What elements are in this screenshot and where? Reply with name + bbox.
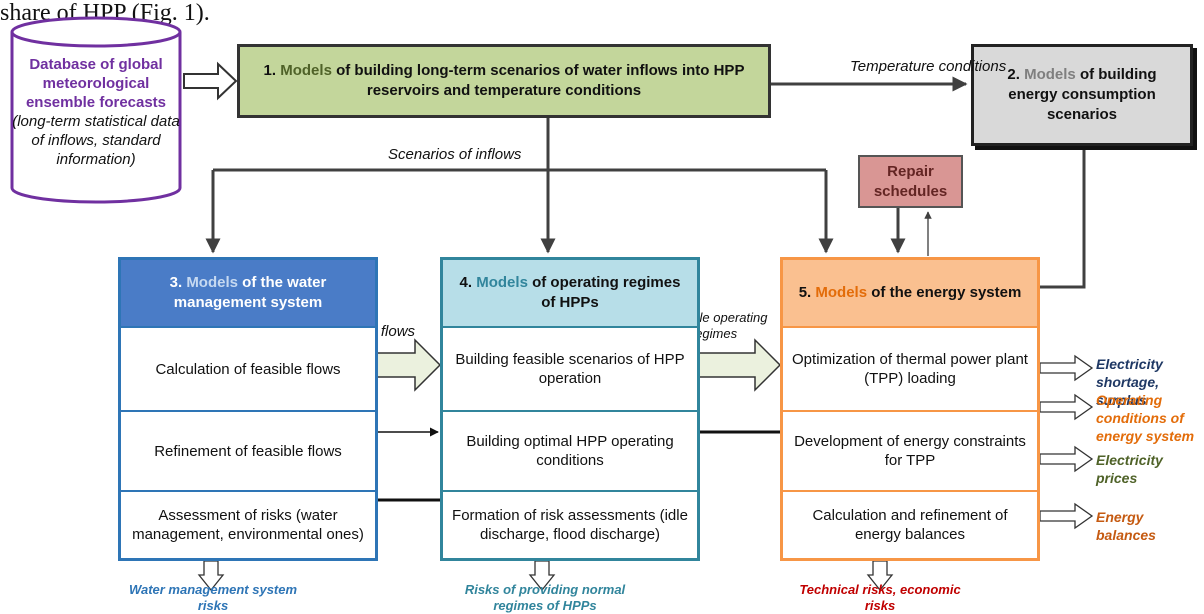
output-operating-conditions: Operating conditions of energy system xyxy=(1096,392,1195,444)
hpp-risks-label: Risks of providing normal regimes of HPP… xyxy=(464,582,626,613)
water-management-models: 3. Models of the water management system… xyxy=(118,257,378,561)
database-subtitle: (long-term statistical data of inflows, … xyxy=(12,113,180,168)
db-to-box1-arrow xyxy=(183,61,238,101)
box-consumption-models: 2. Models of building energy consumption… xyxy=(971,44,1193,146)
col5-row: Development of energy constraints for TP… xyxy=(783,410,1037,490)
box1-number: 1. xyxy=(263,62,281,79)
database-cylinder xyxy=(10,16,182,204)
repair-schedules-box: Repair schedules xyxy=(858,155,963,208)
water-risks-label: Water management system risks xyxy=(128,582,298,613)
col3-row: Refinement of feasible flows xyxy=(121,410,375,490)
box1-models-word: Models xyxy=(280,62,332,79)
box2-text: of building energy consumption scenarios xyxy=(1008,66,1157,123)
database-label: Database of global meteorological ensemb… xyxy=(10,55,182,169)
col5-models-word: Models xyxy=(815,284,868,301)
box2-number: 2. xyxy=(1007,66,1025,83)
energy-system-models: 5. Models of the energy system Optimizat… xyxy=(780,257,1040,561)
technical-risks-label: Technical risks, economic risks xyxy=(799,582,961,613)
output-energy-balances: Energy balances xyxy=(1096,509,1156,543)
inflows-label: Scenarios of inflows xyxy=(388,146,522,163)
col4-title: of operating regimes of HPPs xyxy=(527,274,681,311)
box-inflow-models: 1. Models of building long-term scenario… xyxy=(237,44,771,118)
hpp-regime-models: 4. Models of operating regimes of HPPs B… xyxy=(440,257,700,561)
temperature-label: Temperature conditions xyxy=(850,58,1007,75)
col4-models-word: Models xyxy=(476,274,528,291)
col4-number: 4. xyxy=(459,274,477,291)
col5-title: of the energy system xyxy=(867,284,1022,301)
database-title: Database of global meteorological ensemb… xyxy=(25,56,167,111)
col4-row: Building feasible scenarios of HPP opera… xyxy=(443,326,697,410)
output-electricity-prices: Electricity prices xyxy=(1096,452,1163,486)
col5-header: 5. Models of the energy system xyxy=(783,260,1037,326)
col5-row: Calculation and refinement of energy bal… xyxy=(783,490,1037,558)
col3-header: 3. Models of the water management system xyxy=(121,260,375,326)
col3-row: Calculation of feasible flows xyxy=(121,326,375,410)
col4-header: 4. Models of operating regimes of HPPs xyxy=(443,260,697,326)
col5-row: Optimization of thermal power plant (TPP… xyxy=(783,326,1037,410)
box2-models-word: Models xyxy=(1024,66,1076,83)
col5-number: 5. xyxy=(798,284,816,301)
col3-number: 3. xyxy=(169,274,187,291)
box1-text: of building long-term scenarios of water… xyxy=(331,62,745,99)
col4-row: Formation of risk assessments (idle disc… xyxy=(443,490,697,558)
col3-title: of the water management system xyxy=(173,274,327,311)
output-electricity-shortage: Electricity shortage, surplus xyxy=(1096,356,1163,408)
col3-models-word: Models xyxy=(186,274,238,291)
col3-row: Assessment of risks (water management, e… xyxy=(121,490,375,558)
col4-row: Building optimal HPP operating condition… xyxy=(443,410,697,490)
